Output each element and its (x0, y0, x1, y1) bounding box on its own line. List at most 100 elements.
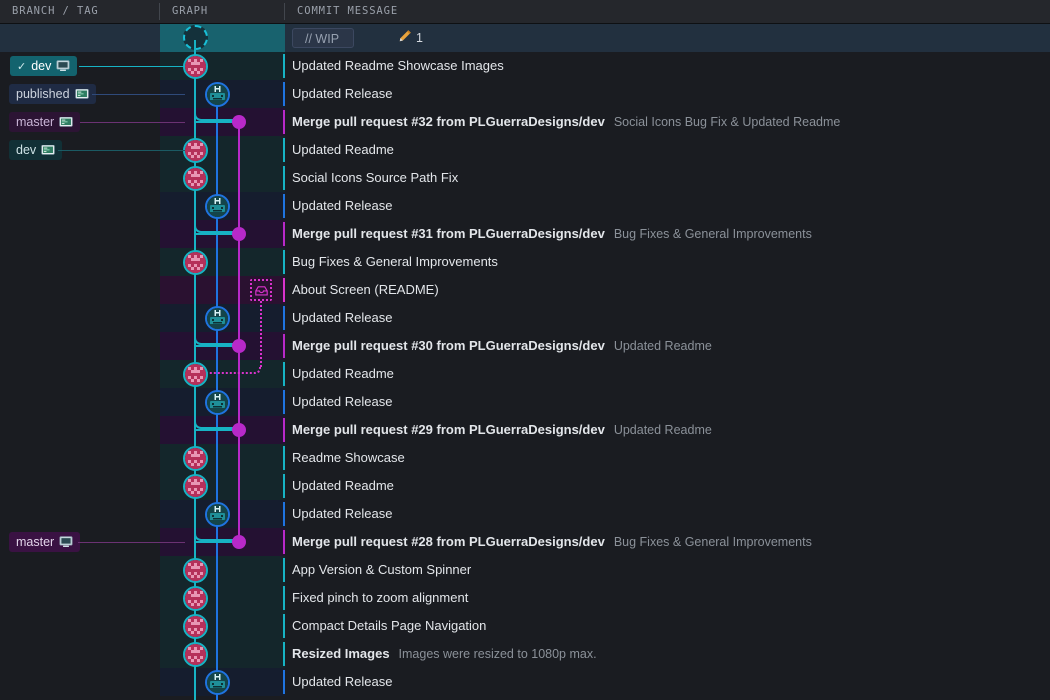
commit-row[interactable]: Bug Fixes & General Improvements (0, 248, 1050, 276)
header-separator-2[interactable] (284, 3, 285, 20)
commit-message[interactable]: Updated Release (292, 80, 392, 108)
branch-badge-dev[interactable]: ✓dev (10, 56, 78, 76)
commit-message[interactable]: Updated Readme (292, 360, 394, 388)
commit-row[interactable]: Merge pull request #31 from PLGuerraDesi… (0, 220, 1050, 248)
merge-commit-dot[interactable] (232, 423, 246, 437)
commit-author-avatar[interactable] (182, 613, 208, 639)
branch-badge-master[interactable]: master (9, 532, 81, 552)
branch-color-tick (283, 54, 285, 78)
graph-merge-connector (195, 541, 239, 543)
commit-message[interactable]: Updated Readme (292, 472, 394, 500)
commit-message[interactable]: Updated Release (292, 304, 392, 332)
stash-marker[interactable] (250, 279, 272, 301)
merge-commit-dot[interactable] (232, 339, 246, 353)
commit-message-summary: Updated Release (292, 394, 393, 409)
branch-badge-master[interactable]: master (9, 112, 81, 132)
commit-row[interactable]: About Screen (README) (0, 276, 1050, 304)
wip-chip[interactable]: // WIP (292, 28, 355, 48)
commit-message[interactable]: Bug Fixes & General Improvements (292, 248, 498, 276)
commit-row[interactable]: Fixed pinch to zoom alignment (0, 584, 1050, 612)
commit-author-avatar[interactable] (182, 361, 208, 387)
graph-cell-tint (160, 472, 285, 500)
commit-message-detail: Images were resized to 1080p max. (398, 647, 597, 661)
commit-author-avatar[interactable] (204, 81, 230, 107)
commit-message[interactable]: Merge pull request #30 from PLGuerraDesi… (292, 332, 712, 360)
commit-author-avatar[interactable] (204, 193, 230, 219)
commit-message-summary: Merge pull request #30 from PLGuerraDesi… (292, 338, 605, 353)
column-header-commit-message[interactable]: COMMIT MESSAGE (297, 5, 399, 17)
commit-message[interactable]: Updated Release (292, 668, 392, 696)
commit-message[interactable]: Readme Showcase (292, 444, 405, 472)
wip-graph-band (160, 24, 285, 52)
branch-color-tick (283, 110, 285, 134)
merge-commit-dot[interactable] (232, 227, 246, 241)
commit-message[interactable]: Updated Readme (292, 136, 394, 164)
commit-message-summary: Updated Release (292, 198, 393, 213)
commit-row[interactable]: Merge pull request #30 from PLGuerraDesi… (0, 332, 1050, 360)
commit-author-avatar[interactable] (182, 137, 208, 163)
branch-color-tick (283, 390, 285, 414)
branch-badge-published[interactable]: published (9, 84, 96, 104)
commit-message[interactable]: App Version & Custom Spinner (292, 556, 471, 584)
commit-author-avatar[interactable] (204, 501, 230, 527)
commit-message[interactable]: About Screen (README) (292, 276, 439, 304)
commit-message[interactable]: Compact Details Page Navigation (292, 612, 486, 640)
commit-message[interactable]: Updated Release (292, 388, 392, 416)
branch-color-tick (283, 194, 285, 218)
commit-row[interactable]: Updated Release (0, 388, 1050, 416)
commit-author-avatar[interactable] (182, 641, 208, 667)
commit-author-avatar[interactable] (204, 669, 230, 695)
branch-badge-dev[interactable]: dev (9, 140, 63, 160)
commit-author-avatar[interactable] (182, 165, 208, 191)
commit-row[interactable]: App Version & Custom Spinner (0, 556, 1050, 584)
commit-message-detail: Bug Fixes & General Improvements (613, 227, 812, 241)
commit-row[interactable]: Updated Readme (0, 472, 1050, 500)
branch-color-tick (283, 474, 285, 498)
commit-message[interactable]: Merge pull request #28 from PLGuerraDesi… (292, 528, 812, 556)
commit-author-avatar[interactable] (182, 473, 208, 499)
merge-commit-dot[interactable] (232, 535, 246, 549)
commit-message[interactable]: Merge pull request #32 from PLGuerraDesi… (292, 108, 840, 136)
branch-color-tick (283, 250, 285, 274)
wip-row[interactable]: // WIP 1 (0, 24, 1050, 52)
commit-author-avatar[interactable] (182, 585, 208, 611)
commit-row[interactable]: Updated Readme (0, 136, 1050, 164)
commit-author-avatar[interactable] (182, 53, 208, 79)
commit-row[interactable]: Merge pull request #29 from PLGuerraDesi… (0, 416, 1050, 444)
commit-row[interactable]: Updated Release (0, 192, 1050, 220)
commit-author-avatar[interactable] (182, 249, 208, 275)
commit-author-avatar[interactable] (182, 445, 208, 471)
commit-message-detail: Updated Readme (613, 423, 712, 437)
commit-message-summary: Updated Release (292, 674, 393, 689)
commit-message-detail: Updated Readme (613, 339, 712, 353)
commit-message[interactable]: Updated Readme Showcase Images (292, 52, 504, 80)
commit-message[interactable]: Updated Release (292, 192, 392, 220)
header-separator-1[interactable] (159, 3, 160, 20)
commit-author-avatar[interactable] (182, 557, 208, 583)
graph-cell-tint (160, 360, 285, 388)
commit-message[interactable]: Fixed pinch to zoom alignment (292, 584, 468, 612)
commit-row[interactable]: Social Icons Source Path Fix (0, 164, 1050, 192)
column-header-branch-tag[interactable]: BRANCH / TAG (12, 5, 99, 17)
commit-message[interactable]: Updated Release (292, 500, 392, 528)
column-header-graph[interactable]: GRAPH (172, 5, 209, 17)
commit-message[interactable]: Merge pull request #29 from PLGuerraDesi… (292, 416, 712, 444)
commit-message[interactable]: Merge pull request #31 from PLGuerraDesi… (292, 220, 812, 248)
branch-color-tick (283, 82, 285, 106)
graph-cell-tint (160, 640, 285, 668)
branch-badge-label: master (16, 114, 55, 129)
commit-author-avatar[interactable] (204, 389, 230, 415)
commit-row[interactable]: Updated Release (0, 668, 1050, 696)
commit-row[interactable]: Readme Showcase (0, 444, 1050, 472)
commit-row[interactable]: Updated Release (0, 500, 1050, 528)
commit-row[interactable]: Updated Release (0, 304, 1050, 332)
commit-row[interactable]: Updated Readme (0, 360, 1050, 388)
commit-author-avatar[interactable] (204, 305, 230, 331)
branch-color-tick (283, 670, 285, 694)
commit-message[interactable]: Social Icons Source Path Fix (292, 164, 458, 192)
commit-row[interactable]: Compact Details Page Navigation (0, 612, 1050, 640)
merge-commit-dot[interactable] (232, 115, 246, 129)
